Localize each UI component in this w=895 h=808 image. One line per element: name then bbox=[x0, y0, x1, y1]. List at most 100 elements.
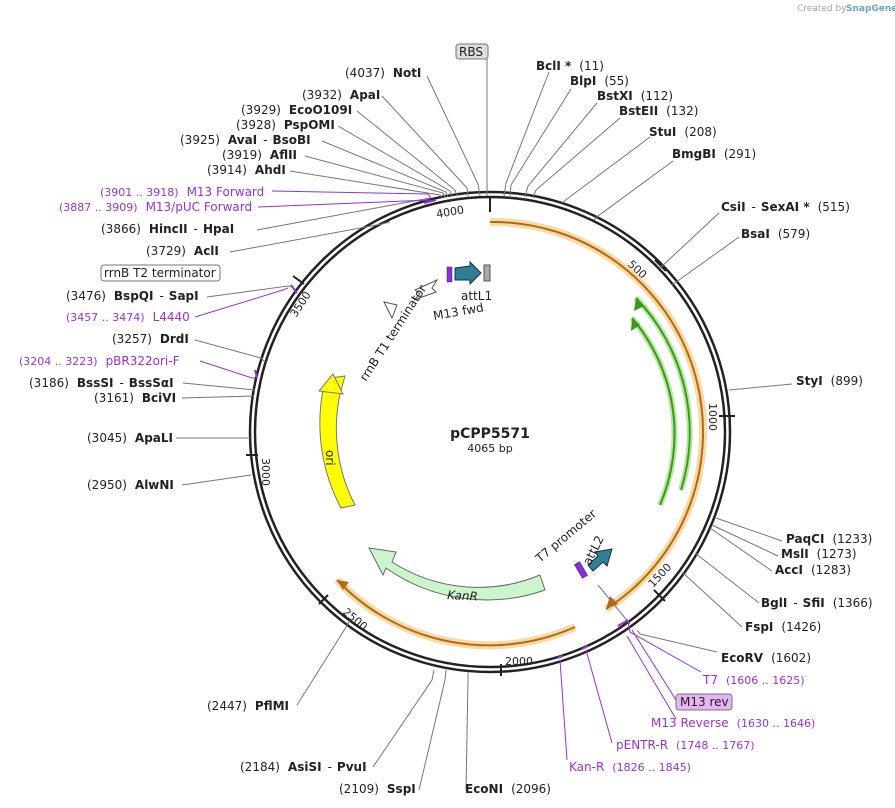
primer-pentr-r[interactable]: pENTR-R(1748 .. 1767) bbox=[616, 738, 755, 752]
primer-labels: (3901 .. 3918)M13 Forward (3887 .. 3909)… bbox=[19, 185, 815, 774]
leader-l4440 bbox=[194, 287, 289, 318]
rbs-badge[interactable]: RBS bbox=[455, 43, 489, 60]
primer-l4440[interactable]: (3457 .. 3474)L4440 bbox=[66, 310, 190, 324]
ori-feature[interactable]: ori bbox=[318, 373, 356, 509]
kanr-feature[interactable]: KanR bbox=[368, 547, 546, 604]
enzyme-acli[interactable]: (3729)AclI bbox=[146, 244, 219, 258]
enzyme-pvui-name: PvuI bbox=[337, 760, 367, 774]
primer-tick-l4440 bbox=[290, 284, 298, 294]
green-arc-inner-arrowhead bbox=[631, 318, 640, 331]
leader-hpai bbox=[256, 197, 431, 231]
enzyme-asisi-name: AsiSI bbox=[288, 760, 322, 774]
enzyme-apali[interactable]: (3045)ApaLI bbox=[87, 431, 173, 445]
leader-m13-puc-forward bbox=[257, 199, 431, 208]
rbs-badge-label: RBS bbox=[459, 45, 483, 59]
leader-m13-rev bbox=[631, 629, 677, 701]
m13-rev-box[interactable]: M13 rev bbox=[675, 693, 733, 711]
primer-m13-forward[interactable]: (3901 .. 3918)M13 Forward bbox=[100, 185, 264, 199]
enzyme-styi[interactable]: StyI(899) bbox=[796, 374, 863, 388]
enzyme-bsai[interactable]: BsaI(579) bbox=[741, 227, 810, 241]
orange-arc-bottom-arrowhead bbox=[337, 580, 349, 590]
enzyme-bcivi-name: BciVI bbox=[142, 391, 176, 405]
enzyme-sfii-name: SfiI bbox=[803, 596, 825, 610]
leader-pbr322ori bbox=[199, 360, 255, 379]
enzyme-alwni[interactable]: (2950)AlwNI bbox=[87, 478, 174, 492]
enzyme-bsssi-name: BssSI bbox=[77, 376, 114, 390]
enzyme-paqci-name: PaqCI bbox=[786, 532, 824, 546]
enzyme-bmgbi[interactable]: BmgBI(291) bbox=[672, 147, 756, 161]
ori-arrow[interactable] bbox=[319, 375, 356, 509]
ori-arrowhead bbox=[318, 373, 344, 395]
enzyme-fspi[interactable]: FspI(1426) bbox=[745, 620, 821, 634]
kanr-arrow[interactable] bbox=[368, 547, 546, 601]
leader-acci bbox=[709, 527, 773, 572]
enzyme-ahdi[interactable]: (3914)AhdI bbox=[207, 163, 286, 177]
leader-t7 bbox=[627, 621, 702, 673]
rrnb-t1-arrow[interactable] bbox=[413, 278, 439, 301]
enzyme-aflii[interactable]: (3919)AflII bbox=[222, 148, 297, 162]
enzyme-avai[interactable]: (3925)AvaI-BsoBI bbox=[180, 133, 311, 147]
attl1-arrow[interactable] bbox=[454, 260, 482, 286]
primer-t7[interactable]: T7(1606 .. 1625) bbox=[702, 673, 805, 687]
enzyme-apai[interactable]: (3932)ApaI bbox=[302, 88, 380, 102]
rrnb-t2-box[interactable]: rrnB T2 terminator bbox=[100, 264, 221, 282]
rrnb-t2-small-arrow[interactable] bbox=[383, 301, 398, 320]
leader-aflii bbox=[304, 155, 446, 198]
enzyme-econi[interactable]: EcoNI(2096) bbox=[465, 782, 551, 796]
enzyme-bstxi[interactable]: BstXI(112) bbox=[597, 89, 673, 103]
enzyme-styi-name: StyI bbox=[796, 374, 823, 388]
enzyme-sspi[interactable]: (2109)SspI bbox=[339, 782, 416, 796]
enzyme-alwni-name: AlwNI bbox=[135, 478, 174, 492]
primer-tick-pbr322ori bbox=[254, 369, 258, 379]
enzyme-bsai-name: BsaI bbox=[741, 227, 770, 241]
rbs-badge-box[interactable] bbox=[455, 43, 489, 60]
enzyme-csii[interactable]: CsiI-SexAI *(515) bbox=[721, 200, 850, 214]
attl2-region[interactable]: attL2 T7 promoter bbox=[532, 507, 613, 579]
enzyme-paqci[interactable]: PaqCI(1233) bbox=[786, 532, 872, 546]
enzyme-noti[interactable]: (4037)NotI bbox=[345, 66, 421, 80]
enzyme-asisi-pos: (2184) bbox=[240, 760, 280, 774]
enzyme-bspqi[interactable]: (3476)BspQI-SapI bbox=[66, 289, 199, 303]
primer-pbr322ori-f-name: pBR322ori-F bbox=[106, 354, 180, 368]
enzyme-bgli[interactable]: BglI-SfiI(1366) bbox=[761, 596, 873, 610]
enzyme-bsteii[interactable]: BstEII(132) bbox=[619, 104, 698, 118]
leader-sspi bbox=[418, 669, 447, 791]
enzyme-econi-pos: (2096) bbox=[511, 782, 551, 796]
rrnb-t1-feature[interactable]: rrnB T1 terminator bbox=[357, 278, 439, 384]
enzyme-blpi[interactable]: BlpI(55) bbox=[570, 74, 629, 88]
enzyme-pspomi-name: PspOMI bbox=[284, 118, 335, 132]
enzyme-aflii-name: AflII bbox=[270, 148, 297, 162]
enzyme-pflmi-pos: (2447) bbox=[207, 699, 247, 713]
enzyme-hincii[interactable]: (3866)HincII-HpaI bbox=[101, 222, 234, 236]
enzyme-asisi[interactable]: (2184)AsiSI-PvuI bbox=[240, 760, 367, 774]
primer-m13-puc-forward[interactable]: (3887 .. 3909)M13/pUC Forward bbox=[59, 200, 252, 214]
primer-pentr-r-range: (1748 .. 1767) bbox=[676, 739, 755, 752]
enzyme-msli[interactable]: MslI(1273) bbox=[781, 547, 857, 561]
m13-rev-box-outline[interactable] bbox=[675, 693, 733, 711]
enzyme-acci[interactable]: AccI(1283) bbox=[775, 563, 851, 577]
enzyme-ahdi-name: AhdI bbox=[255, 163, 286, 177]
enzyme-bstxi-name: BstXI bbox=[597, 89, 633, 103]
primer-m13-forward-range: (3901 .. 3918) bbox=[100, 186, 179, 199]
primer-m13-reverse[interactable]: M13 Reverse(1630 .. 1646) bbox=[651, 716, 815, 730]
enzyme-bcli[interactable]: BclI *(11) bbox=[536, 59, 604, 73]
primer-pbr322ori-f[interactable]: (3204 .. 3223)pBR322ori-F bbox=[19, 354, 180, 368]
leader-bsteii bbox=[532, 117, 621, 199]
enzyme-drdi[interactable]: (3257)DrdI bbox=[112, 332, 189, 346]
m13-rev-label: M13 rev bbox=[680, 695, 729, 709]
rrnb-t2-box-outline[interactable] bbox=[100, 264, 221, 282]
attl2-arrow[interactable] bbox=[587, 548, 613, 572]
enzyme-bcivi[interactable]: (3161)BciVI bbox=[94, 391, 176, 405]
enzyme-ecoo109i[interactable]: (3929)EcoO109I bbox=[241, 103, 352, 117]
attl1-region[interactable]: attL1 M13 fwd bbox=[432, 260, 492, 323]
enzyme-stui[interactable]: StuI(208) bbox=[649, 125, 717, 139]
leader-apai bbox=[381, 95, 469, 197]
enzyme-pspomi[interactable]: (3928)PspOMI bbox=[236, 118, 335, 132]
green-arc-outer-halo bbox=[633, 295, 693, 491]
enzyme-ecorv[interactable]: EcoRV(1602) bbox=[721, 651, 811, 665]
enzyme-pflmi[interactable]: (2447)PflMI bbox=[207, 699, 289, 713]
enzyme-bsssi[interactable]: (3186)BssSI-BssSαI bbox=[29, 376, 174, 390]
leader-bgli bbox=[694, 552, 760, 604]
enzyme-apai-pos: (3932) bbox=[302, 88, 342, 102]
primer-kan-r[interactable]: Kan-R(1826 .. 1845) bbox=[569, 760, 691, 774]
